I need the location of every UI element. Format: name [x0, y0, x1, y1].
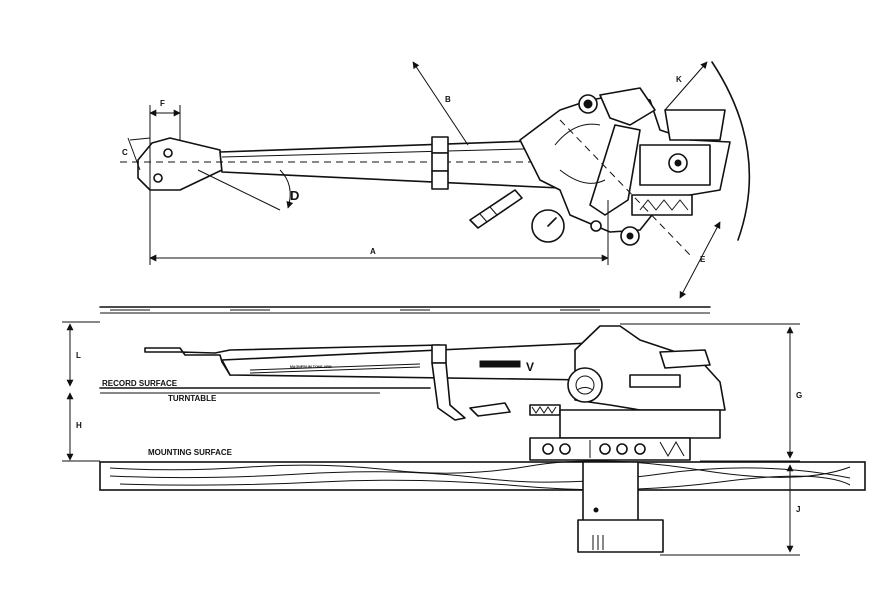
mounting-board — [99, 460, 866, 491]
side-view: MAGNESIUM TONE-ARM V — [62, 306, 866, 556]
dim-label-e: E — [700, 255, 706, 264]
turntable-label: TURNTABLE — [168, 394, 217, 403]
dim-label-l: L — [76, 351, 81, 360]
dim-label-k: K — [676, 75, 682, 84]
top-headshell — [137, 137, 223, 265]
dim-label-h: H — [76, 421, 82, 430]
dim-label-c: C — [122, 148, 128, 157]
arm-label: MAGNESIUM TONE-ARM — [290, 365, 332, 369]
record-surface-label: RECORD SURFACE — [102, 379, 178, 388]
dim-label-j: J — [796, 505, 800, 514]
top-arm-collar — [431, 136, 449, 190]
top-swing-arc — [711, 61, 751, 241]
mounting-surface-label: MOUNTING SURFACE — [148, 448, 233, 457]
dim-label-a: A — [370, 247, 376, 256]
brand-logo: V — [526, 360, 534, 374]
dim-label-f: F — [160, 99, 165, 108]
platter — [99, 306, 711, 394]
top-pivot-assembly — [469, 87, 731, 256]
side-pivot-housing — [469, 325, 726, 461]
base-stem — [577, 461, 664, 553]
side-dimension-lines — [62, 321, 800, 556]
dim-label-b: B — [445, 95, 451, 104]
top-dimension-lines — [127, 61, 721, 299]
side-arm: MAGNESIUM TONE-ARM V — [144, 342, 601, 421]
dim-label-g: G — [796, 391, 802, 400]
dim-label-d: D — [290, 188, 299, 203]
top-view: A B C D E F K — [120, 61, 751, 299]
